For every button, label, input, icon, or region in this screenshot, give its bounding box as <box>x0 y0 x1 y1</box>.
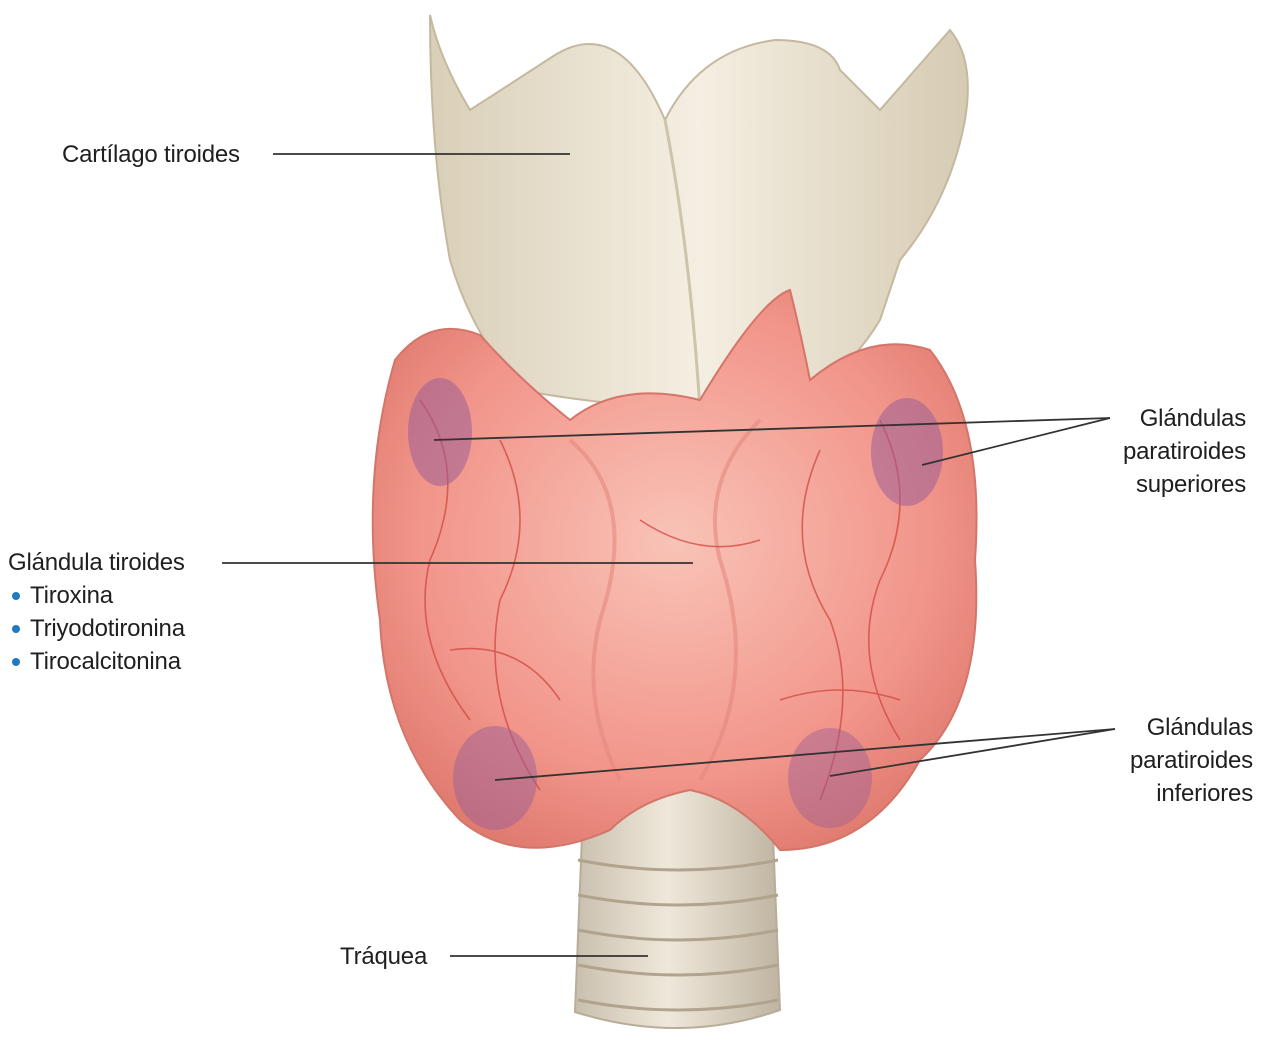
hormone-item: Triyodotironina <box>8 612 185 645</box>
label-inf-line2: paratiroides <box>1105 744 1253 777</box>
hormone-item: Tirocalcitonina <box>8 645 185 678</box>
label-cartilage: Cartílago tiroides <box>62 138 240 171</box>
parathyroid-superior-left <box>408 378 472 486</box>
parathyroid-inferior-right <box>788 728 872 828</box>
label-inf-line3: inferiores <box>1105 777 1253 810</box>
label-sup-line1: Glándulas <box>1100 402 1246 435</box>
label-parathyroid-superior: Glándulas paratiroides superiores <box>1100 402 1246 501</box>
hormone-item: Tiroxina <box>8 579 185 612</box>
label-sup-line3: superiores <box>1100 468 1246 501</box>
label-thyroid-group: Glándula tiroides Tiroxina Triyodotironi… <box>8 546 185 678</box>
label-trachea: Tráquea <box>340 940 427 973</box>
label-thyroid-title: Glándula tiroides <box>8 546 185 579</box>
label-sup-line2: paratiroides <box>1100 435 1246 468</box>
parathyroid-superior-right <box>871 398 943 506</box>
label-parathyroid-inferior: Glándulas paratiroides inferiores <box>1105 711 1253 810</box>
hormone-list: Tiroxina Triyodotironina Tirocalcitonina <box>8 579 185 678</box>
label-inf-line1: Glándulas <box>1105 711 1253 744</box>
